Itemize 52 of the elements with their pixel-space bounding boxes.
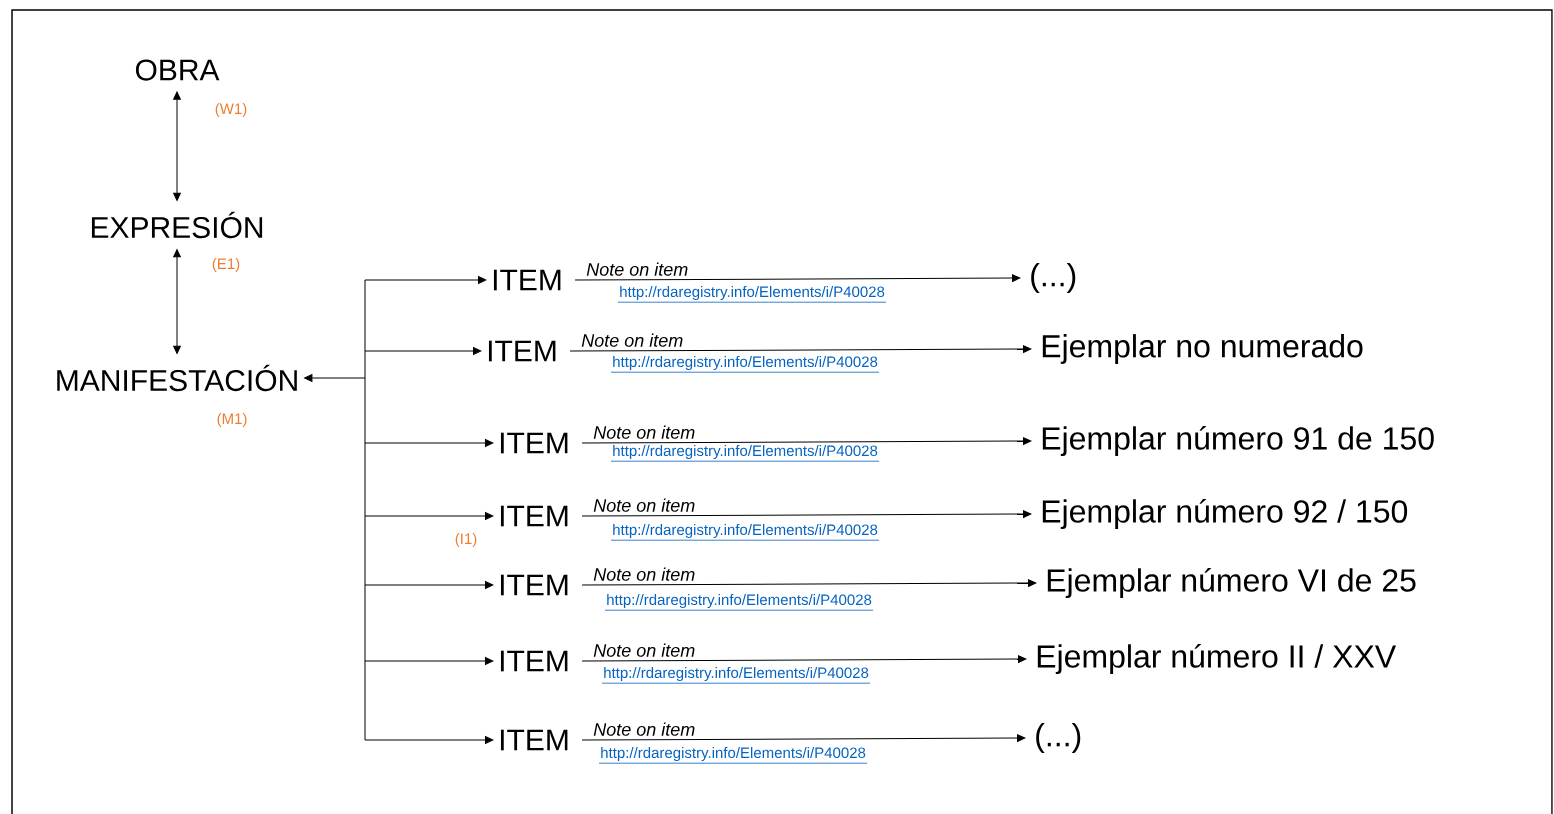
value-label: (...)	[1036, 723, 1081, 753]
arrow	[581, 510, 1032, 518]
edge-label: Note on item	[593, 722, 695, 736]
link-text: http://rdaregistry.info/Elements/i/P40028	[610, 445, 880, 462]
identifier-label: (E1)	[212, 258, 240, 272]
arrow	[574, 274, 1021, 282]
value-label: Ejemplar número 91 de 150	[1042, 425, 1434, 457]
arrow	[364, 347, 482, 355]
arrow	[364, 657, 494, 665]
arrow	[364, 736, 494, 744]
identifier-label: (M1)	[217, 413, 247, 427]
arrow	[364, 512, 494, 520]
edge-label: Note on item	[593, 643, 695, 657]
item-label: ITEM	[500, 729, 568, 751]
value-label: Ejemplar número 92 / 150	[1042, 498, 1408, 530]
entity-label: EXPRESIÓN	[91, 211, 263, 239]
item-label: ITEM	[488, 340, 556, 362]
link-text: http://rdaregistry.info/Elements/i/P40028	[610, 524, 880, 541]
edge-label: Note on item	[593, 498, 695, 512]
value-label: Ejemplar número II / XXV	[1037, 643, 1397, 675]
link-text: http://rdaregistry.info/Elements/i/P40028	[598, 747, 868, 764]
item-label: ITEM	[500, 432, 568, 454]
double-arrow	[173, 249, 181, 354]
identifier-label: (W1)	[215, 103, 247, 117]
item-label: ITEM	[493, 269, 561, 291]
edge-label: Note on item	[581, 333, 683, 347]
bracket-line	[304, 279, 366, 741]
link-text: http://rdaregistry.info/Elements/i/P40028	[610, 356, 880, 373]
entity-label: MANIFESTACIÓN	[57, 364, 297, 392]
value-label: Ejemplar número VI de 25	[1047, 567, 1416, 599]
entity-label: OBRA	[135, 59, 220, 81]
arrow	[364, 581, 494, 589]
link-text: http://rdaregistry.info/Elements/i/P40028	[604, 594, 874, 611]
item-label: ITEM	[500, 574, 568, 596]
arrow	[364, 439, 494, 447]
identifier-label: (I1)	[455, 533, 477, 547]
edge-label: Note on item	[593, 567, 695, 581]
link-text: http://rdaregistry.info/Elements/i/P40028	[601, 667, 871, 684]
link-text: http://rdaregistry.info/Elements/i/P40028	[617, 286, 887, 303]
item-label: ITEM	[500, 650, 568, 672]
value-label: Ejemplar no numerado	[1042, 334, 1363, 364]
edge-label: Note on item	[593, 425, 695, 439]
double-arrow	[173, 91, 181, 201]
arrow	[581, 655, 1027, 663]
arrow	[581, 437, 1032, 445]
item-label: ITEM	[500, 505, 568, 527]
arrow	[569, 345, 1032, 353]
value-label: (...)	[1031, 263, 1076, 293]
arrow	[364, 276, 487, 284]
edge-label: Note on item	[586, 262, 688, 276]
arrow	[581, 579, 1037, 587]
arrow	[581, 734, 1026, 742]
